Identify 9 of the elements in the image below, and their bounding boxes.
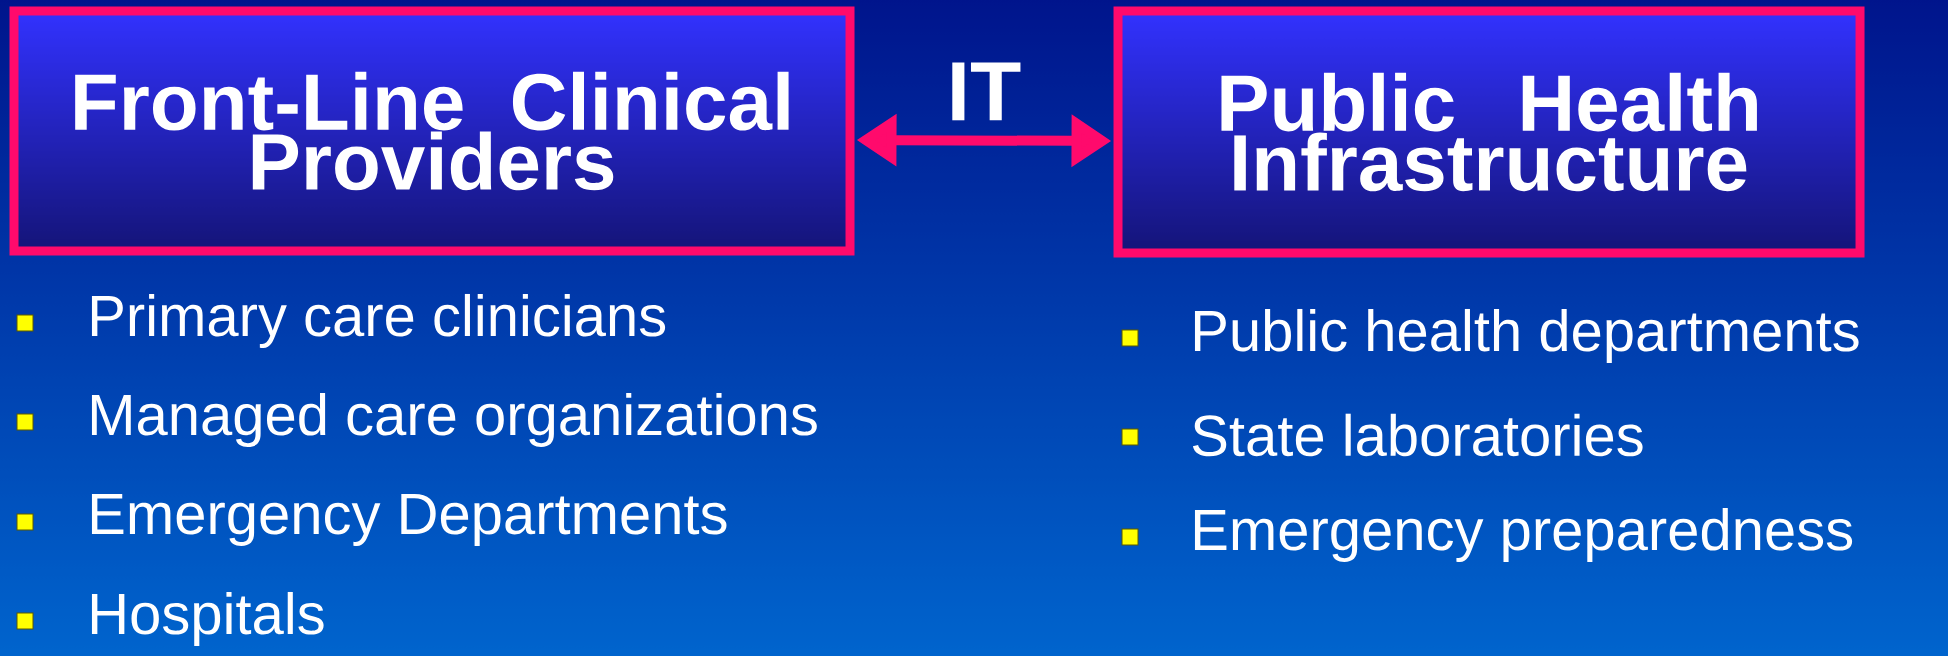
title-box: Public Health Infrastructure: [1113, 6, 1865, 258]
list-item: Hospitals: [91, 591, 324, 647]
list-item: Emergency preparedness: [1194, 507, 1853, 562]
edge-label: IT: [952, 62, 1021, 121]
list-item: Emergency Departments: [91, 494, 727, 546]
list-item: State laboratories: [1192, 413, 1643, 457]
list-item: Public health departments: [1194, 308, 1859, 363]
list-item: Managed care organizations: [91, 392, 817, 447]
title-box: Front-Line Clinical Providers: [9, 6, 855, 256]
